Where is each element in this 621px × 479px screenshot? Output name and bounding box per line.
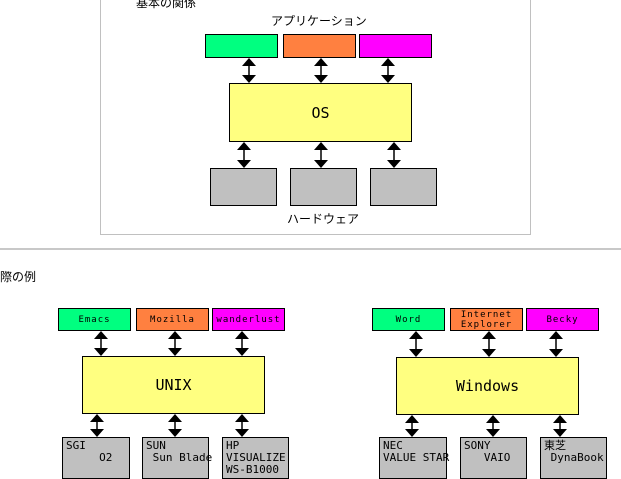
os-box: OS: [229, 83, 412, 142]
double-arrow-icon: [314, 142, 328, 168]
examples-section-title: 実際の例: [0, 270, 37, 284]
double-arrow-icon: [168, 331, 182, 356]
double-arrow-icon: [486, 415, 500, 437]
app-box-1: [205, 34, 278, 58]
app-label: Word: [395, 314, 422, 325]
hardware-box-sun: SUN Sun Blade: [142, 437, 212, 479]
double-arrow-icon: [237, 142, 251, 168]
basic-diagram-frame: [100, 0, 531, 235]
app-box-2: [283, 34, 356, 58]
basic-section-title: 基本の関係: [136, 0, 197, 10]
os-label: OS: [311, 103, 330, 122]
os-label: Windows: [455, 377, 520, 395]
hardware-box-toshiba: 東芝 DynaBook: [540, 437, 607, 479]
hardware-box-1: [210, 168, 277, 206]
horizontal-rule: [0, 248, 621, 250]
os-label: UNIX: [155, 376, 192, 394]
app-box-internet-explorer: Internet Explorer: [450, 308, 523, 331]
os-box-unix: UNIX: [82, 356, 265, 414]
hardware-box-nec: NEC VALUE STAR: [379, 437, 449, 479]
hardware-box-3: [370, 168, 437, 206]
applications-label: アプリケーション: [271, 14, 367, 28]
double-arrow-icon: [94, 331, 108, 356]
app-label: Internet Explorer: [460, 309, 513, 330]
double-arrow-icon: [553, 415, 567, 437]
app-label: Becky: [546, 314, 579, 325]
double-arrow-icon: [549, 331, 563, 357]
double-arrow-icon: [168, 414, 182, 437]
double-arrow-icon: [90, 414, 104, 437]
app-box-wanderlust: wanderlust: [212, 308, 285, 331]
hardware-label: ハードウェア: [287, 212, 360, 226]
hardware-box-sony: SONY VAIO: [460, 437, 527, 479]
app-label: Mozilla: [150, 314, 195, 325]
app-box-3: [359, 34, 432, 58]
app-box-becky: Becky: [526, 308, 599, 331]
double-arrow-icon: [482, 331, 496, 357]
double-arrow-icon: [409, 331, 423, 357]
double-arrow-icon: [387, 142, 401, 168]
hardware-box-2: [290, 168, 357, 206]
double-arrow-icon: [242, 58, 256, 83]
os-box-windows: Windows: [396, 357, 579, 415]
app-box-mozilla: Mozilla: [136, 308, 209, 331]
app-box-emacs: Emacs: [58, 308, 131, 331]
hardware-box-sgi: SGI O2: [62, 437, 130, 479]
double-arrow-icon: [314, 58, 328, 83]
double-arrow-icon: [381, 58, 395, 83]
app-label: Emacs: [78, 314, 111, 325]
double-arrow-icon: [405, 415, 419, 437]
double-arrow-icon: [235, 331, 249, 356]
double-arrow-icon: [235, 414, 249, 437]
app-box-word: Word: [372, 308, 445, 331]
hardware-box-hp: HP VISUALIZE WS-B1000: [222, 437, 289, 479]
app-label: wanderlust: [216, 314, 281, 325]
